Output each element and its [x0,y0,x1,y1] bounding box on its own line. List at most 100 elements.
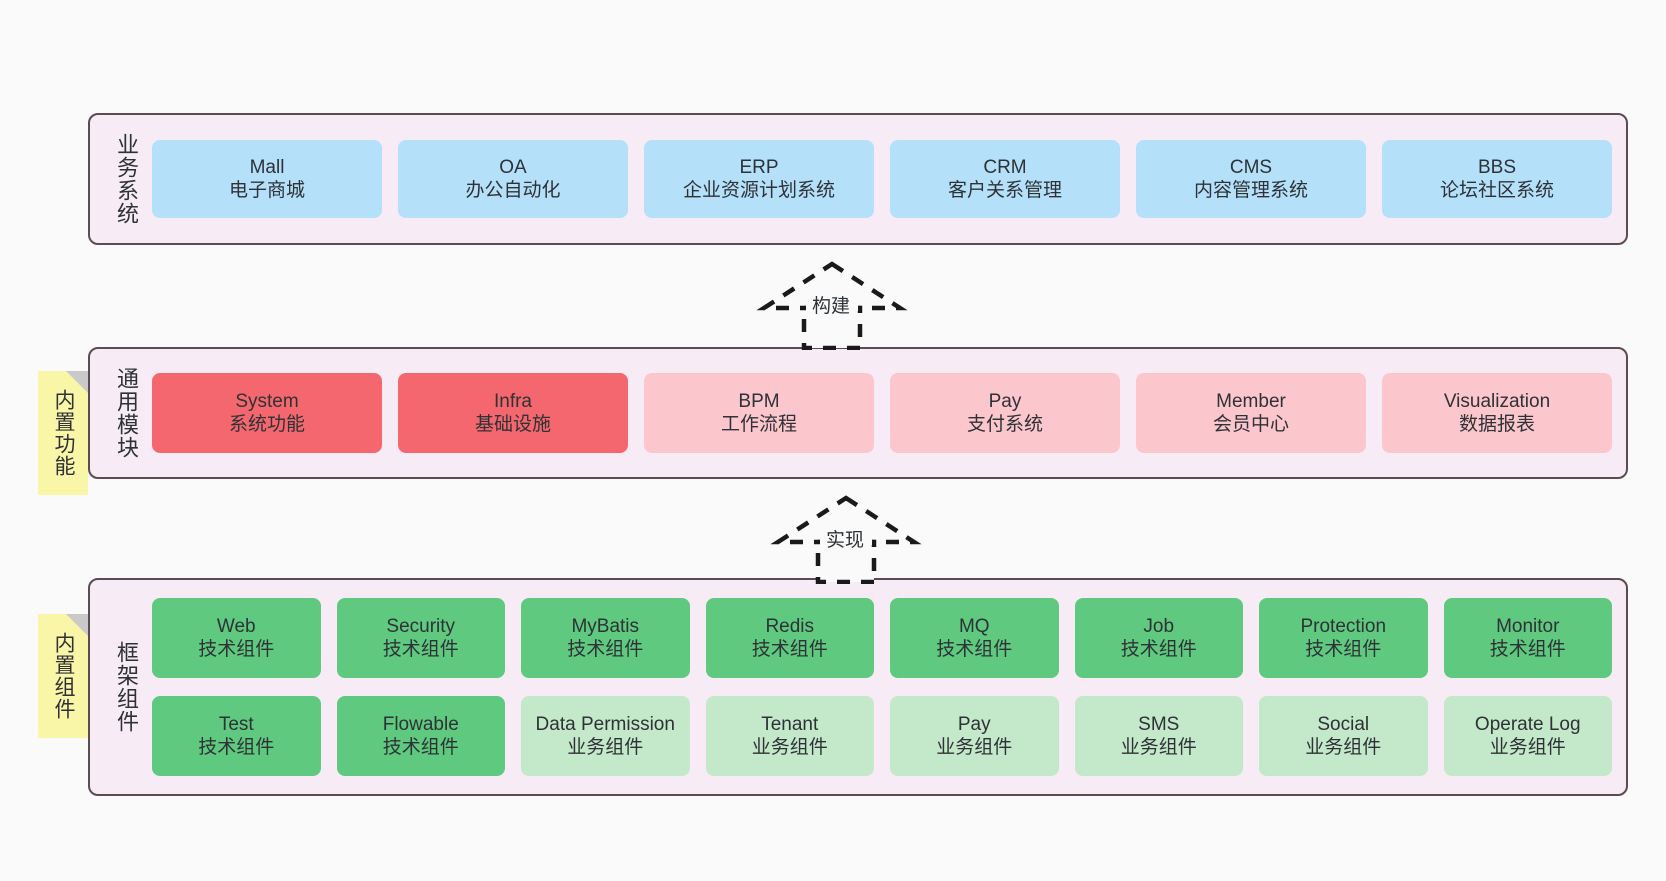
card-subtitle: 技术组件 [936,639,1013,660]
card-subtitle: 技术组件 [567,639,644,660]
layer-framework-components-body: Web 技术组件 Security 技术组件 MyBatis 技术组件 Redi… [144,598,1626,776]
connector-implement-label: 实现 [826,530,865,551]
card-subtitle: 基础设施 [474,414,551,435]
card-title: Monitor [1496,615,1560,637]
note-fold-icon [66,371,88,393]
card-subtitle: 系统功能 [228,414,305,435]
card-title: ERP [739,156,779,178]
card-subtitle: 支付系统 [966,414,1043,435]
card-title: CMS [1229,156,1273,178]
card-title: Test [218,713,254,735]
card-member[interactable]: Member 会员中心 [1136,373,1366,453]
card-title: Tenant [761,713,819,735]
card-subtitle: 业务组件 [1489,737,1566,758]
layer-business-systems-body: Mall 电子商城 OA 办公自动化 ERP 企业资源计划系统 CRM 客户关系… [144,140,1626,218]
card-subtitle: 技术组件 [1305,639,1382,660]
card-subtitle: 技术组件 [1489,639,1566,660]
layer-common-modules: 通用模块 System 系统功能 Infra 基础设施 BPM 工作流程 Pay… [88,347,1628,479]
connector-build: 构建 [752,258,912,350]
card-web[interactable]: Web 技术组件 [152,598,321,678]
card-subtitle: 内容管理系统 [1193,180,1308,201]
card-title: CRM [983,156,1027,178]
card-subtitle: 电子商城 [228,180,305,201]
card-subtitle: 业务组件 [1120,737,1197,758]
card-redis[interactable]: Redis 技术组件 [705,598,874,678]
connector-build-label: 构建 [812,296,851,317]
card-job[interactable]: Job 技术组件 [1074,598,1243,678]
dashed-arrow-icon [756,261,908,350]
card-subtitle: 技术组件 [1120,639,1197,660]
card-protection[interactable]: Protection 技术组件 [1259,598,1428,678]
card-title: Web [216,615,256,637]
card-operate-log[interactable]: Operate Log 业务组件 [1443,696,1612,776]
card-pay-business[interactable]: Pay 业务组件 [890,696,1059,776]
note-builtin-components: 内置组件 [38,614,88,738]
card-title: System [235,390,299,412]
card-title: Data Permission [535,713,675,735]
card-subtitle: 技术组件 [751,639,828,660]
card-visualization[interactable]: Visualization 数据报表 [1382,373,1612,453]
card-subtitle: 业务组件 [1305,737,1382,758]
card-bpm[interactable]: BPM 工作流程 [644,373,874,453]
card-tenant[interactable]: Tenant 业务组件 [705,696,874,776]
note-builtin-components-label: 内置组件 [51,632,75,720]
card-title: Member [1216,390,1286,412]
card-subtitle: 论坛社区系统 [1439,180,1554,201]
card-subtitle: 技术组件 [198,639,275,660]
card-mq[interactable]: MQ 技术组件 [890,598,1059,678]
card-flowable[interactable]: Flowable 技术组件 [336,696,505,776]
dashed-arrow-icon [770,495,922,584]
card-sms[interactable]: SMS 业务组件 [1074,696,1243,776]
card-infra[interactable]: Infra 基础设施 [398,373,628,453]
card-monitor[interactable]: Monitor 技术组件 [1443,598,1612,678]
card-subtitle: 业务组件 [751,737,828,758]
layer-business-systems-label: 业务系统 [114,133,139,225]
card-title: Visualization [1443,390,1551,412]
card-system[interactable]: System 系统功能 [152,373,382,453]
card-title: Operate Log [1474,713,1581,735]
card-row: Mall 电子商城 OA 办公自动化 ERP 企业资源计划系统 CRM 客户关系… [152,140,1612,218]
layer-framework-components: 框架组件 Web 技术组件 Security 技术组件 MyBatis 技术组件… [88,578,1628,796]
card-title: Flowable [382,713,459,735]
card-row: System 系统功能 Infra 基础设施 BPM 工作流程 Pay 支付系统… [152,373,1612,453]
note-builtin-features-label: 内置功能 [51,389,75,477]
card-crm[interactable]: CRM 客户关系管理 [890,140,1120,218]
card-title: Job [1143,615,1175,637]
card-oa[interactable]: OA 办公自动化 [398,140,628,218]
layer-common-modules-body: System 系统功能 Infra 基础设施 BPM 工作流程 Pay 支付系统… [144,373,1626,453]
card-subtitle: 技术组件 [382,737,459,758]
note-fold-icon [66,614,88,636]
card-title: BBS [1477,156,1517,178]
card-title: Pay [957,713,991,735]
card-subtitle: 企业资源计划系统 [682,180,835,201]
card-subtitle: 会员中心 [1212,414,1289,435]
card-title: BPM [738,390,780,412]
card-subtitle: 技术组件 [382,639,459,660]
layer-framework-components-label: 框架组件 [114,641,139,733]
card-bbs[interactable]: BBS 论坛社区系统 [1382,140,1612,218]
card-subtitle: 客户关系管理 [947,180,1062,201]
note-builtin-features: 内置功能 [38,371,88,495]
layer-common-modules-label: 通用模块 [114,367,139,459]
card-mall[interactable]: Mall 电子商城 [152,140,382,218]
card-subtitle: 技术组件 [198,737,275,758]
card-cms[interactable]: CMS 内容管理系统 [1136,140,1366,218]
card-mybatis[interactable]: MyBatis 技术组件 [521,598,690,678]
card-test[interactable]: Test 技术组件 [152,696,321,776]
card-subtitle: 业务组件 [936,737,1013,758]
connector-implement: 实现 [766,492,926,584]
card-subtitle: 数据报表 [1458,414,1535,435]
card-security[interactable]: Security 技术组件 [336,598,505,678]
card-title: Social [1317,713,1370,735]
card-social[interactable]: Social 业务组件 [1259,696,1428,776]
layer-business-systems: 业务系统 Mall 电子商城 OA 办公自动化 ERP 企业资源计划系统 CRM… [88,113,1628,245]
card-pay[interactable]: Pay 支付系统 [890,373,1120,453]
card-data-permission[interactable]: Data Permission 业务组件 [521,696,690,776]
card-subtitle: 工作流程 [720,414,797,435]
card-erp[interactable]: ERP 企业资源计划系统 [644,140,874,218]
card-title: OA [499,156,527,178]
card-row: Test 技术组件 Flowable 技术组件 Data Permission … [152,696,1612,776]
card-subtitle: 业务组件 [567,737,644,758]
card-title: Security [386,615,456,637]
